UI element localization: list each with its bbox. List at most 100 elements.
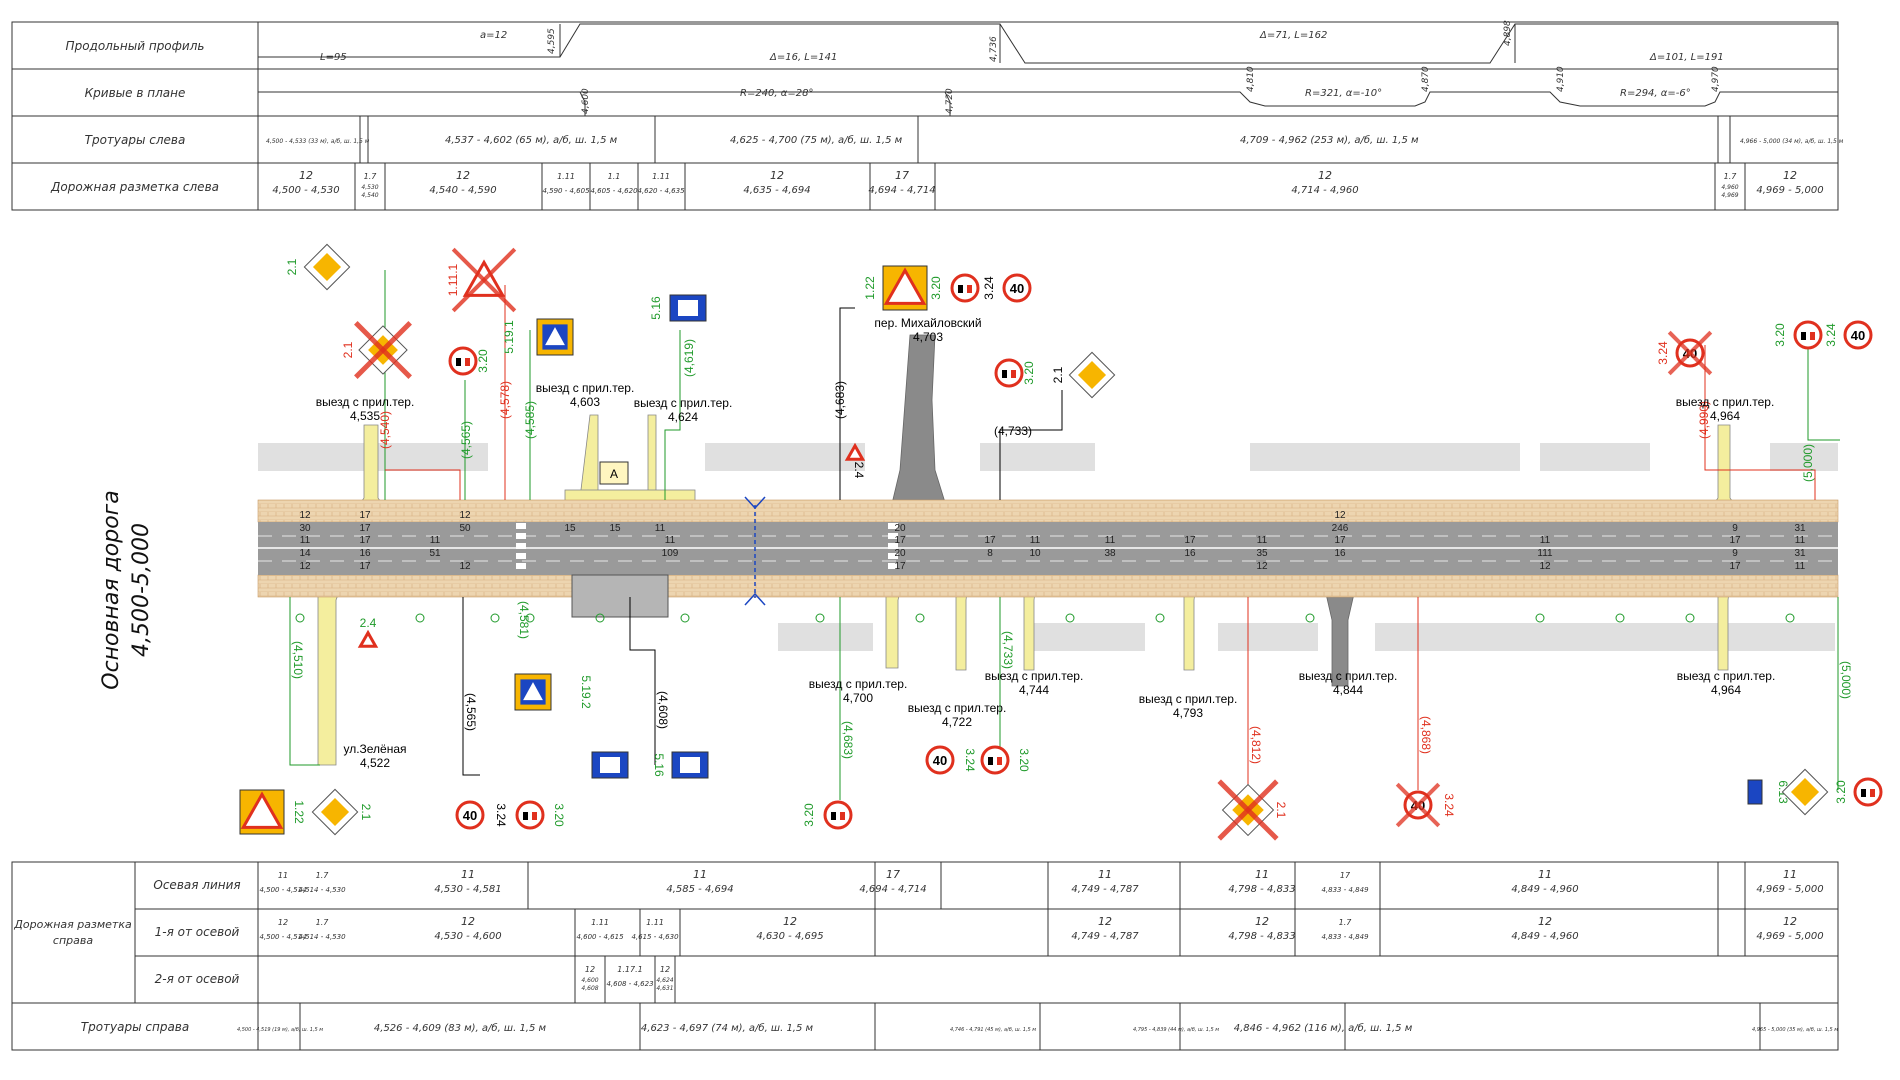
first-0-code: 12 xyxy=(278,918,288,927)
axis-6-range: 4,798 - 4,833 xyxy=(1228,884,1295,895)
svg-text:11: 11 xyxy=(300,535,311,546)
first-8-range: 4,833 - 4,849 xyxy=(1321,933,1369,941)
second-1-code: 1.17.1 xyxy=(617,965,642,974)
speed-limit-sign-40: 40 xyxy=(925,745,955,775)
row-label-sidewalks-left: Тротуары слева xyxy=(85,133,186,147)
curve1: R=240, α=28° xyxy=(740,88,813,99)
curve3-start: 4,910 xyxy=(1556,66,1566,92)
marking-left-8-range: 4,714 - 4,960 xyxy=(1291,185,1358,196)
boundary-marker xyxy=(744,496,766,606)
no-parking-sign-3-20 xyxy=(980,745,1010,775)
marking-left-9-range: 4,960 xyxy=(1721,184,1738,191)
first-6-code: 12 xyxy=(1098,915,1112,928)
svg-text:12: 12 xyxy=(299,510,311,521)
svg-text:выезд с прил.тер.: выезд с прил.тер. xyxy=(536,381,635,395)
profile-v3: 4,898 xyxy=(1503,20,1513,46)
marking-left-3-range: 4,590 - 4,605 xyxy=(542,187,590,195)
svg-text:(4,619): (4,619) xyxy=(682,339,696,377)
sw-right-0: 4,500 - 4,519 (19 м), а/б, ш. 1,5 м xyxy=(237,1027,323,1033)
sign-code: 5.19.1 xyxy=(502,320,516,354)
svg-text:17: 17 xyxy=(894,561,906,572)
svg-text:16: 16 xyxy=(359,548,371,559)
row-label-profile: Продольный профиль xyxy=(66,39,205,53)
marking-left-5-code: 1.11 xyxy=(652,172,670,181)
svg-text:51: 51 xyxy=(429,548,441,559)
svg-text:(4,733): (4,733) xyxy=(994,424,1032,438)
svg-text:14: 14 xyxy=(299,548,311,559)
svg-text:111: 111 xyxy=(1537,548,1553,559)
svg-text:выезд с прил.тер.: выезд с прил.тер. xyxy=(634,396,733,410)
svg-text:4,964: 4,964 xyxy=(1710,409,1740,423)
first-4-range: 4,615 - 4,630 xyxy=(631,933,679,941)
main-road-sign-2-1 xyxy=(311,788,359,836)
svg-text:выезд с прил.тер.: выезд с прил.тер. xyxy=(1676,395,1775,409)
svg-text:11: 11 xyxy=(655,523,666,534)
svg-text:4,744: 4,744 xyxy=(1019,683,1049,697)
axis-1-range: 4,514 - 4,530 xyxy=(298,886,346,894)
svg-text:(4,683): (4,683) xyxy=(841,721,855,759)
svg-text:11: 11 xyxy=(1105,535,1116,546)
svg-text:17: 17 xyxy=(359,535,371,546)
first-3-code: 1.11 xyxy=(591,918,609,927)
sign-code: 2.1 xyxy=(1051,366,1065,383)
marking-left-2-range: 4,540 - 4,590 xyxy=(429,185,496,196)
sign-code: 2.1 xyxy=(359,804,373,821)
axis-1-code: 1.7 xyxy=(316,871,330,880)
curve3: R=294, α=-6° xyxy=(1620,88,1691,99)
leader-lines xyxy=(289,270,1840,800)
first-4-code: 1.11 xyxy=(646,918,664,927)
axis-6-code: 11 xyxy=(1255,868,1269,881)
svg-text:4,703: 4,703 xyxy=(913,330,943,344)
second-2-range: 4,631 xyxy=(656,985,673,992)
sign-code: 3.24 xyxy=(982,276,996,300)
crosswalk-sign-5-19-1 xyxy=(536,318,574,356)
marking-left-8-code: 12 xyxy=(1318,169,1332,182)
speed-limit-sign-40: 40 xyxy=(1843,320,1873,350)
second-0-range: 4,600 xyxy=(581,977,598,984)
plate-sign-6-13 xyxy=(1747,779,1763,805)
first-0-range: 4,500 - 4,514 xyxy=(259,933,306,941)
sign-code: 1.22 xyxy=(863,276,877,300)
curb-top xyxy=(257,499,1839,523)
svg-text:35: 35 xyxy=(1256,548,1268,559)
svg-text:(4,565): (4,565) xyxy=(464,693,478,731)
main-road-sign-2-1-removed xyxy=(1217,779,1279,841)
svg-text:15: 15 xyxy=(564,523,576,534)
second-0-code: 12 xyxy=(585,965,595,974)
main-road-sign-2-1 xyxy=(303,243,351,291)
second-0-range: 4,608 xyxy=(581,985,598,992)
svg-text:4,535: 4,535 xyxy=(350,409,380,423)
svg-text:17: 17 xyxy=(1334,535,1346,546)
first-5-range: 4,630 - 4,695 xyxy=(756,931,823,942)
svg-text:38: 38 xyxy=(1104,548,1116,559)
axis-3-code: 11 xyxy=(693,868,707,881)
sign-code: 2.1 xyxy=(341,341,355,358)
no-parking-sign-3-20 xyxy=(823,800,853,830)
first-1-code: 1.7 xyxy=(316,918,330,927)
svg-text:выезд с прил.тер.: выезд с прил.тер. xyxy=(809,677,908,691)
crosswalks xyxy=(516,523,898,569)
svg-text:16: 16 xyxy=(1184,548,1196,559)
sw-right-1: 4,526 - 4,609 (83 м), а/б, ш. 1,5 м xyxy=(374,1022,547,1034)
svg-text:246: 246 xyxy=(1332,523,1349,534)
main-road-sign-2-1-removed xyxy=(354,321,412,379)
bt-group-label-2: справа xyxy=(53,934,93,947)
bt-row-axis: Осевая линия xyxy=(153,878,240,892)
svg-text:17: 17 xyxy=(1729,535,1741,546)
sw-right-5: 4,846 - 4,962 (116 м), а/б, ш. 1,5 м xyxy=(1234,1022,1413,1034)
sw-left-2: 4,537 - 4,602 (65 м), а/б, ш. 1,5 м xyxy=(445,134,618,146)
sign-code: 3.20 xyxy=(1017,748,1031,772)
no-parking-sign-3-20 xyxy=(515,800,545,830)
axis-7-code: 17 xyxy=(1340,871,1351,880)
svg-text:9: 9 xyxy=(1732,548,1738,559)
sign-code: 3.24 xyxy=(963,748,977,772)
bt-row-first: 1-я от осевой xyxy=(155,925,240,939)
svg-text:(5,000): (5,000) xyxy=(1801,444,1815,482)
svg-text:40: 40 xyxy=(1010,281,1024,296)
sw-left-4: 4,709 - 4,962 (253 м), а/б, ш. 1,5 м xyxy=(1240,134,1419,146)
bt-group-label-1: Дорожная разметка xyxy=(13,918,132,931)
svg-text:4,624: 4,624 xyxy=(668,410,698,424)
bottom-table xyxy=(11,861,1839,1051)
